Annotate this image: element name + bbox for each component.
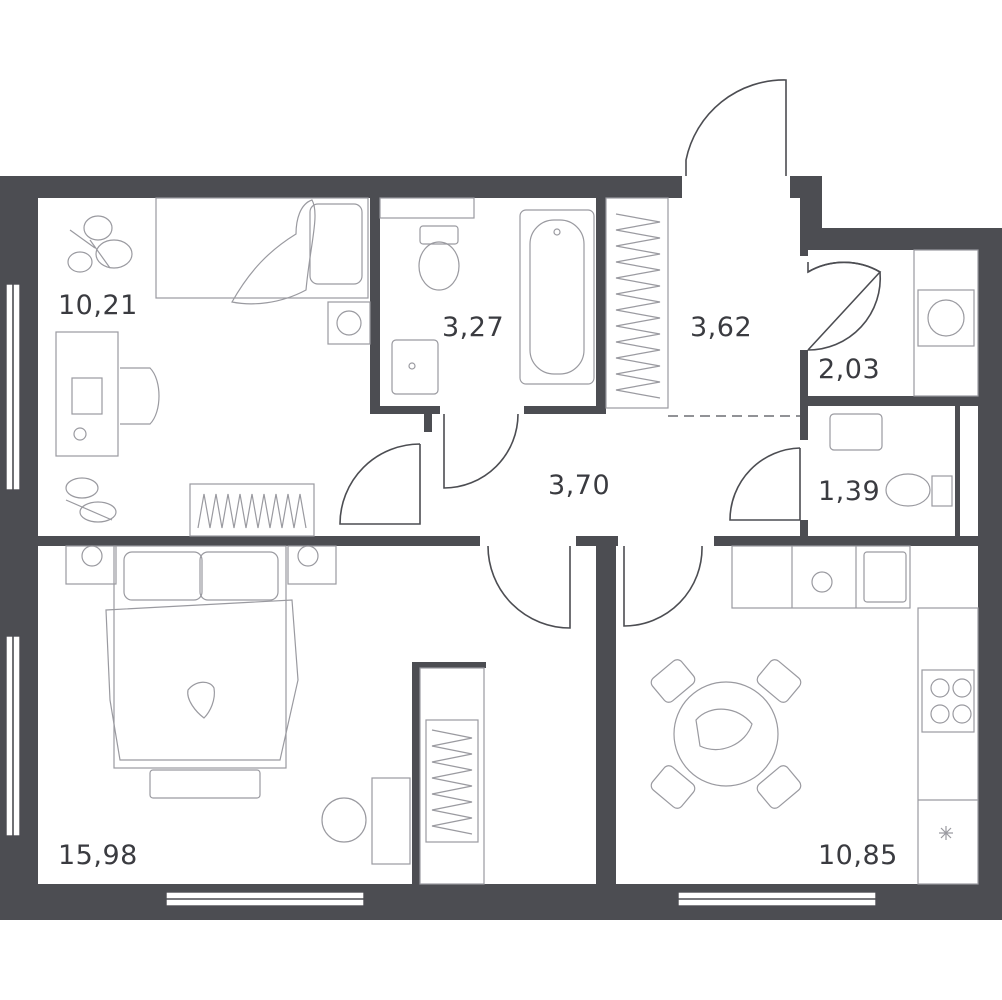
bed-small	[155, 197, 369, 299]
bathroom-door	[443, 413, 519, 489]
kitchen-sink	[863, 551, 907, 603]
dining-chair-1	[650, 659, 696, 703]
wall-laundry-bottom	[800, 396, 978, 406]
wall-door-jamb	[424, 406, 432, 432]
bedroom-small-door	[339, 443, 421, 525]
kitchen-counter-side	[917, 607, 979, 885]
wall-laundry-left	[800, 350, 808, 412]
doors	[339, 79, 882, 629]
wall-closet-top	[412, 662, 486, 668]
wall-mid-left	[0, 536, 480, 546]
desk	[55, 331, 119, 457]
toilet-door	[729, 447, 801, 521]
laundry-shelf	[913, 249, 979, 397]
vanity-table	[371, 777, 411, 865]
bed-double	[113, 545, 287, 769]
bathroom-sink	[391, 339, 439, 395]
nightstand-left	[65, 545, 117, 585]
toys-icon	[65, 477, 117, 523]
master-door	[487, 545, 571, 629]
area-bedroom-small: 10,21	[58, 290, 138, 321]
area-laundry: 2,03	[818, 354, 880, 385]
stool	[321, 797, 367, 843]
laptop	[71, 377, 103, 415]
toilet-room-wc	[885, 473, 931, 507]
wall-bath-bottom-a	[380, 406, 440, 414]
fridge-icon	[939, 826, 953, 840]
walls	[0, 176, 1002, 920]
kitchen-counter-top	[731, 545, 911, 609]
wall-toilet-left-bottom	[800, 520, 808, 546]
toilet-bowl	[418, 241, 460, 291]
wall-bed-bath	[370, 198, 380, 412]
area-kitchen: 10,85	[818, 840, 898, 871]
wall-laundry-stub	[800, 248, 808, 256]
wall-bed-kitchen	[596, 536, 616, 884]
wall-bath-bottom-b	[524, 406, 606, 414]
laundry-door-arc	[807, 261, 882, 351]
wall-right	[978, 228, 1002, 920]
dog-icon	[187, 681, 215, 719]
windows	[5, 283, 877, 907]
wall-toilet-right	[955, 406, 960, 540]
wall-top-left	[0, 176, 682, 198]
area-bathroom: 3,27	[442, 312, 504, 343]
bath-shelf	[379, 197, 475, 219]
wardrobe-small	[189, 483, 315, 537]
wall-closet-left	[412, 662, 420, 884]
furniture	[55, 197, 979, 885]
laundry-door	[807, 261, 882, 351]
bathtub	[519, 209, 595, 385]
area-bedroom-master: 15,98	[58, 840, 138, 871]
area-corridor: 3,70	[548, 470, 610, 501]
plant-icon	[67, 215, 133, 273]
washing-machine	[917, 289, 975, 347]
wall-bath-hall	[596, 198, 606, 412]
dining-chair-3	[650, 765, 696, 809]
dining-table	[673, 681, 779, 787]
toilet-room-sink	[829, 413, 883, 451]
area-toilet: 1,39	[818, 476, 880, 507]
rug	[149, 769, 261, 799]
master-wardrobe	[419, 667, 485, 885]
hall-wardrobe	[605, 197, 669, 409]
kitchen-door	[623, 545, 703, 627]
wall-toilet-left-top	[800, 406, 808, 440]
wall-top-right	[800, 228, 1002, 250]
table-decor-icon	[695, 708, 753, 751]
area-labels: 10,21 3,27 3,62 2,03 3,70 1,39 15,98 10,…	[58, 290, 898, 871]
toilet-tank	[419, 225, 459, 245]
stove	[921, 669, 975, 733]
entry-door	[685, 79, 787, 176]
nightstand-right	[287, 545, 337, 585]
nightstand	[327, 301, 371, 345]
dining-chair-2	[756, 659, 802, 703]
wall-mid-right	[714, 536, 978, 546]
kitchen-faucet	[811, 571, 833, 593]
desk-chair	[120, 367, 160, 425]
dining-chair-4	[756, 765, 802, 809]
area-hall-entry: 3,62	[690, 312, 752, 343]
